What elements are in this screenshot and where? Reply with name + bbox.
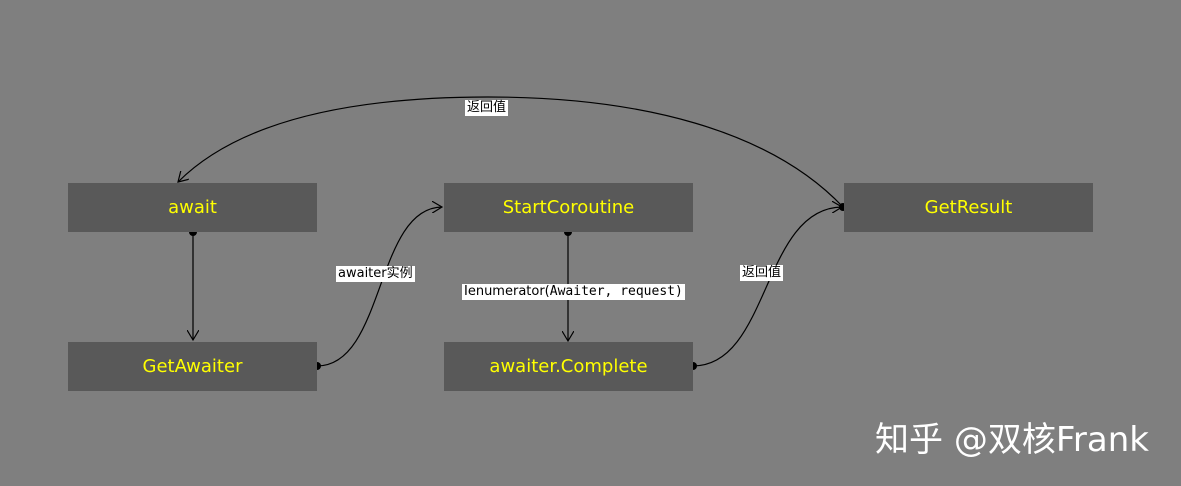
node-getawaiter: GetAwaiter <box>68 342 317 391</box>
edge-label-awaiter-instance: awaiter实例 <box>336 266 415 282</box>
edge-complete-to-getresult <box>689 207 842 370</box>
node-await: await <box>68 183 317 232</box>
watermark: 知乎 @双核Frank <box>875 420 1149 460</box>
edge-label-top-return-text: 返回值 <box>467 100 507 115</box>
node-startcoroutine-label: StartCoroutine <box>502 197 635 218</box>
node-awaiter-complete: awaiter.Complete <box>444 342 693 391</box>
edge-await-to-getawaiter <box>189 228 197 340</box>
edge-label-ienumerator-args: Awaiter, request) <box>549 284 683 299</box>
edge-label-awaiter-instance-text: awaiter实例 <box>338 266 413 281</box>
node-getresult-label: GetResult <box>924 197 1013 218</box>
edge-label-right-return-text: 返回值 <box>742 265 782 280</box>
node-getresult: GetResult <box>844 183 1093 232</box>
node-await-label: await <box>168 197 217 218</box>
node-getawaiter-label: GetAwaiter <box>142 356 243 377</box>
edge-label-right-return: 返回值 <box>740 265 784 281</box>
edge-label-ienumerator-prefix: Ienumerator( <box>464 284 550 299</box>
edge-getawaiter-to-startcoroutine <box>313 207 442 370</box>
node-startcoroutine: StartCoroutine <box>444 183 693 232</box>
node-awaiter-complete-label: awaiter.Complete <box>489 356 648 377</box>
edge-label-ienumerator: Ienumerator(Awaiter, request) <box>462 284 685 300</box>
edge-label-top-return: 返回值 <box>465 100 509 116</box>
